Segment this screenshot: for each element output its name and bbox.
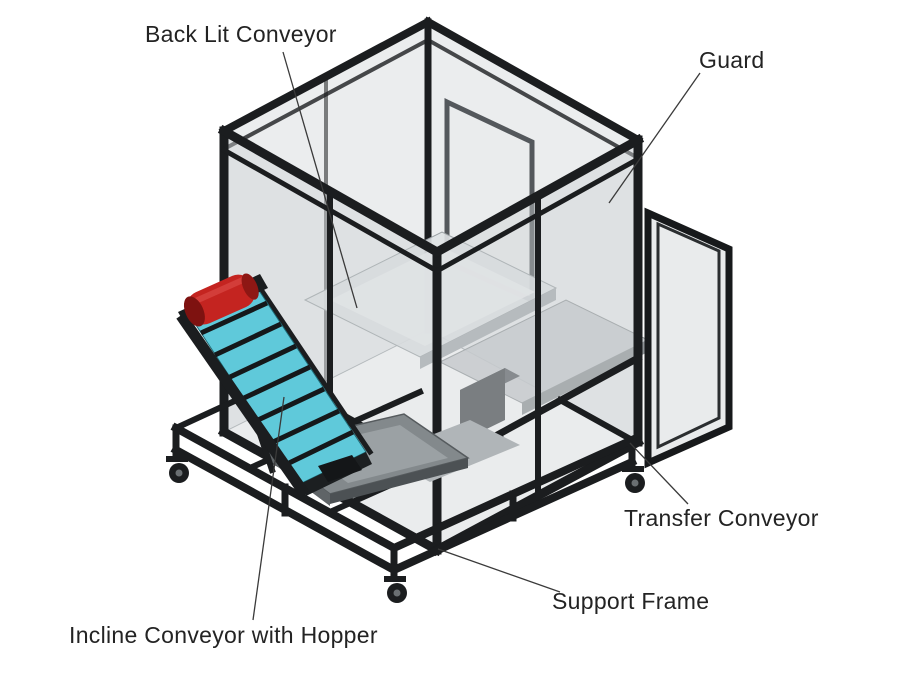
leader-incline-conveyor [252, 396, 285, 621]
leader-lines [252, 51, 701, 621]
door-inner-frame [656, 221, 721, 450]
transfer-conveyor-edge [522, 340, 648, 415]
infeed-guide [318, 455, 362, 482]
label-support-frame: Support Frame [552, 588, 710, 614]
guard-door-panel [644, 207, 733, 469]
leader-back-lit-conveyor [282, 51, 358, 309]
caster-left [166, 456, 189, 483]
drive-motor [183, 273, 259, 327]
caster-right [622, 466, 645, 493]
leader-guard [608, 72, 701, 204]
incline-conveyor [176, 273, 374, 498]
label-back-lit-conveyor: Back Lit Conveyor [145, 21, 337, 47]
door-glass [644, 207, 733, 469]
belt-cleats [199, 300, 355, 467]
casters [166, 456, 645, 603]
label-incline-conveyor-with-hopper: Incline Conveyor with Hopper [69, 622, 378, 648]
label-guard: Guard [699, 47, 765, 73]
label-transfer-conveyor: Transfer Conveyor [624, 505, 819, 531]
leader-support-frame [437, 548, 561, 593]
caster-front [384, 576, 407, 603]
motor-end-cap [183, 296, 205, 327]
support-frame-base [170, 388, 638, 578]
leader-transfer-conveyor [629, 442, 689, 505]
hopper-right-skirt [330, 458, 468, 504]
back-lit-surface-edge [420, 288, 556, 369]
